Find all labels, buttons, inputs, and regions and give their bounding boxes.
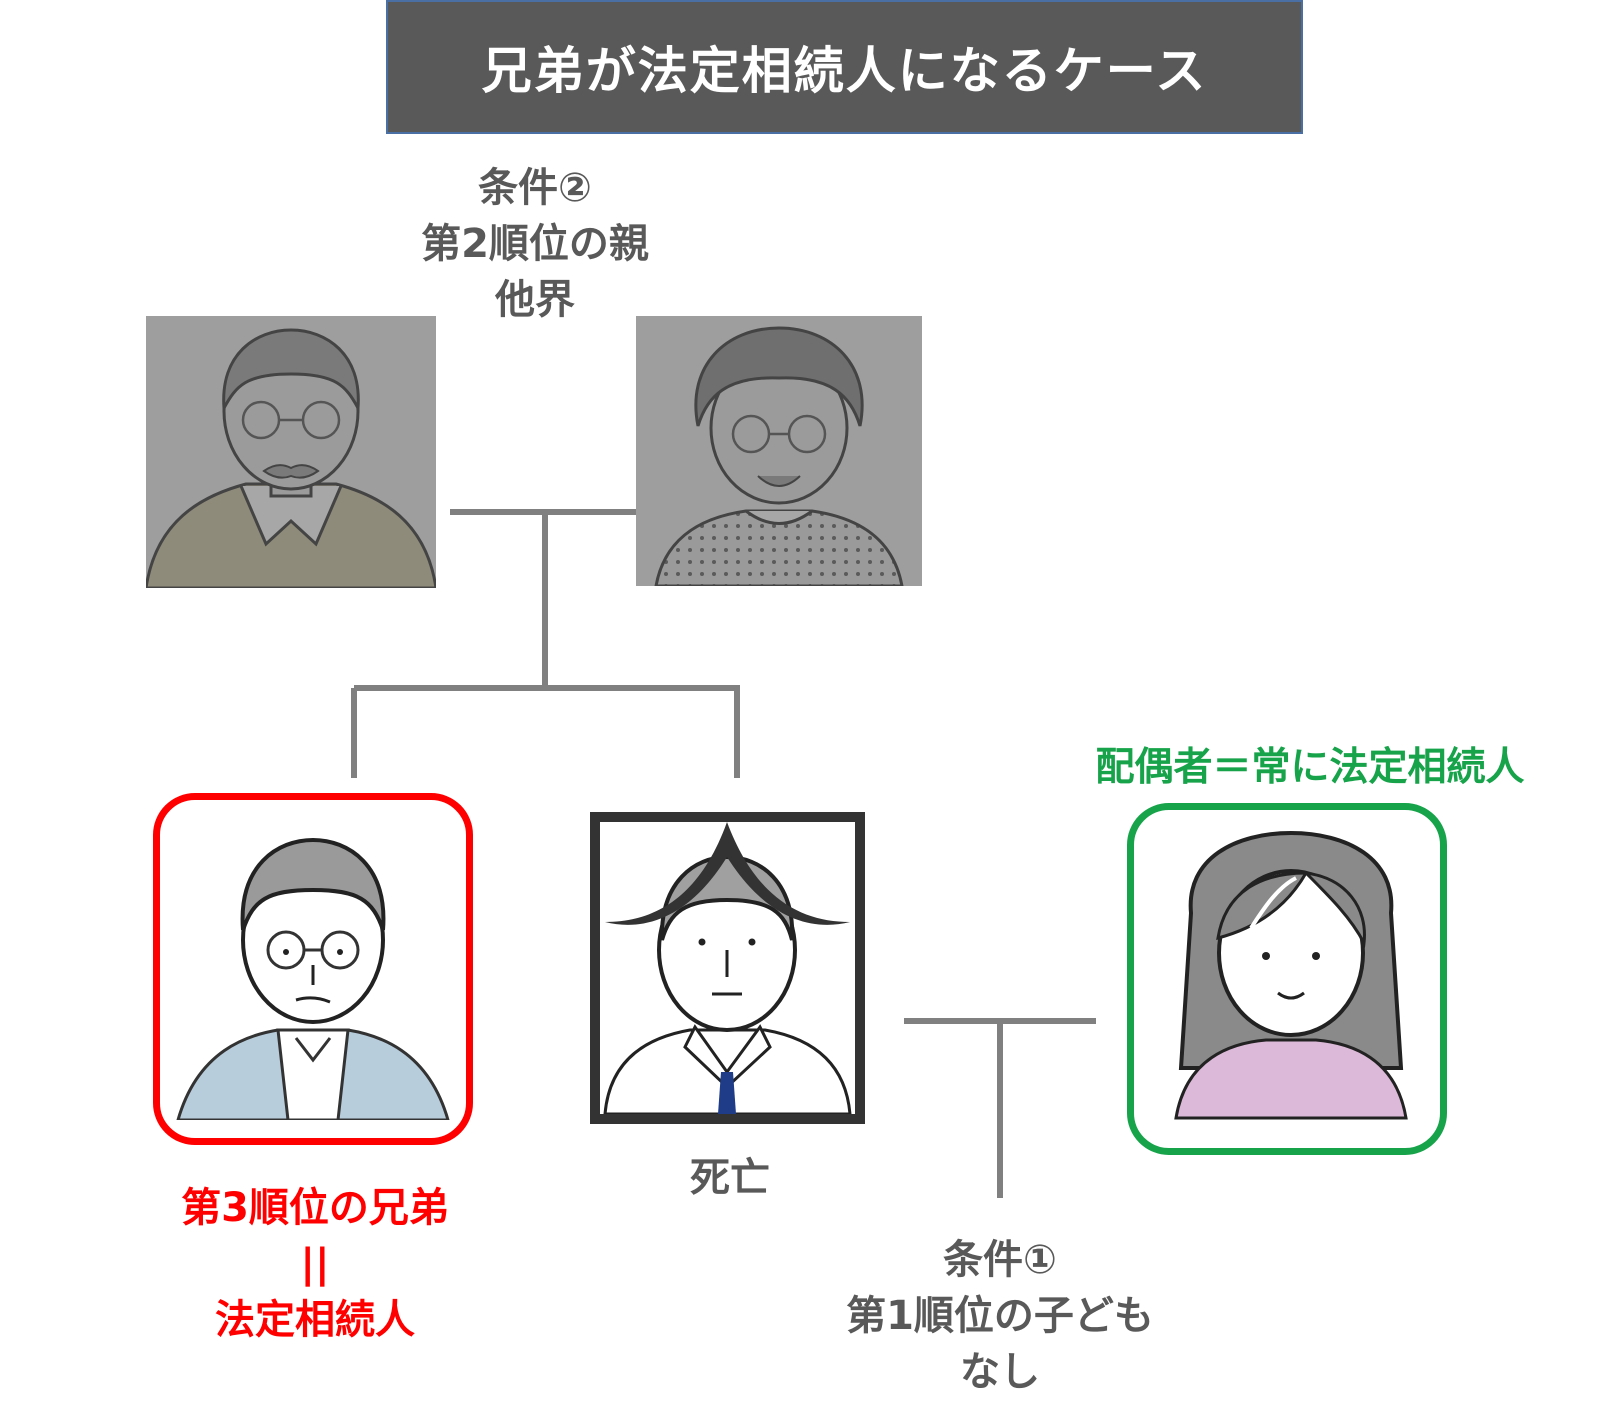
- father-portrait-icon: [146, 316, 436, 588]
- sibling-line1: 第3順位の兄弟: [181, 1185, 449, 1231]
- condition1-line1: 条件①: [943, 1237, 1057, 1283]
- condition1-line3: なし: [960, 1349, 1040, 1395]
- mother-portrait-icon: [636, 316, 922, 586]
- sibling-line3: 法定相続人: [215, 1297, 415, 1343]
- diagram-title: 兄弟が法定相続人になるケース: [386, 0, 1303, 134]
- condition2-line2: 第2順位の親: [421, 221, 649, 267]
- spouse-frame: [1127, 803, 1447, 1155]
- deceased-portrait-icon: [603, 822, 852, 1114]
- spouse-label: 配偶者＝常に法定相続人: [1095, 745, 1525, 790]
- condition1-line2: 第1順位の子ども: [846, 1293, 1154, 1339]
- condition2-label: 条件② 第2順位の親 他界: [360, 160, 710, 328]
- condition2-line1: 条件②: [478, 165, 592, 211]
- deceased-label: 死亡: [690, 1155, 770, 1201]
- condition1-label: 条件① 第1順位の子ども なし: [800, 1232, 1200, 1400]
- sibling-label: 第3順位の兄弟 || 法定相続人: [140, 1180, 490, 1348]
- condition2-line3: 他界: [495, 277, 575, 323]
- sibling-frame: [153, 793, 473, 1145]
- spouse-portrait-icon: [1174, 830, 1408, 1120]
- sibling-portrait-icon: [176, 837, 450, 1120]
- sibling-line2: ||: [300, 1241, 330, 1287]
- deceased-frame: [590, 812, 865, 1124]
